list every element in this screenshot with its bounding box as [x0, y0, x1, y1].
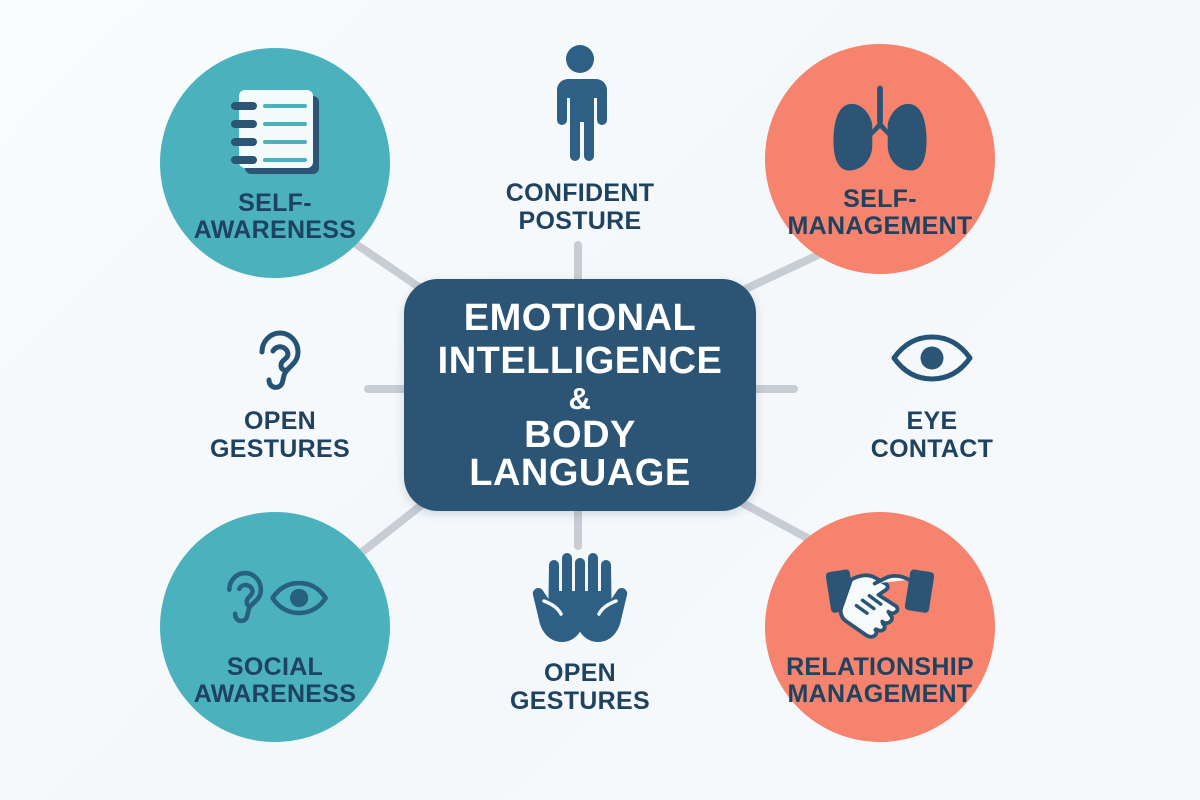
node-label: SELF- MANAGEMENT [787, 184, 973, 240]
ear-and-eye-icon [221, 546, 329, 650]
open-hands-icon [515, 540, 645, 650]
node-open-gestures-left[interactable]: OPEN GESTURES [175, 318, 385, 463]
ear-icon [249, 318, 311, 398]
node-social-awareness[interactable]: SOCIAL AWARENESS [160, 512, 390, 742]
node-label: RELATIONSHIP MANAGEMENT [786, 652, 974, 708]
center-title-line-1: EMOTIONAL [463, 296, 697, 339]
node-confident-posture[interactable]: CONFIDENT POSTURE [455, 40, 705, 235]
node-open-gestures-bottom[interactable]: OPEN GESTURES [455, 540, 705, 715]
node-relationship-management[interactable]: RELATIONSHIP MANAGEMENT [765, 512, 995, 742]
node-label: EYE CONTACT [870, 407, 994, 463]
center-title-ampersand: & [568, 380, 592, 416]
center-title-box[interactable]: EMOTIONAL INTELLIGENCE & BODY LANGUAGE [404, 279, 756, 511]
node-self-awareness[interactable]: SELF- AWARENESS [160, 48, 390, 278]
lungs-icon [826, 78, 934, 182]
node-self-management[interactable]: SELF- MANAGEMENT [765, 44, 995, 274]
center-title-line-2: INTELLIGENCE [437, 339, 723, 382]
node-label: SELF- AWARENESS [193, 188, 357, 244]
node-label: OPEN GESTURES [210, 407, 350, 463]
node-label: SOCIAL AWARENESS [193, 652, 357, 708]
standing-person-icon [539, 40, 621, 170]
eye-icon [889, 318, 975, 398]
center-title-line-4: BODY LANGUAGE [469, 413, 691, 494]
node-label: OPEN GESTURES [510, 659, 650, 715]
handshake-icon [826, 546, 934, 650]
notebook-icon [221, 82, 329, 186]
node-eye-contact[interactable]: EYE CONTACT [832, 318, 1032, 463]
node-label: CONFIDENT POSTURE [505, 179, 655, 235]
